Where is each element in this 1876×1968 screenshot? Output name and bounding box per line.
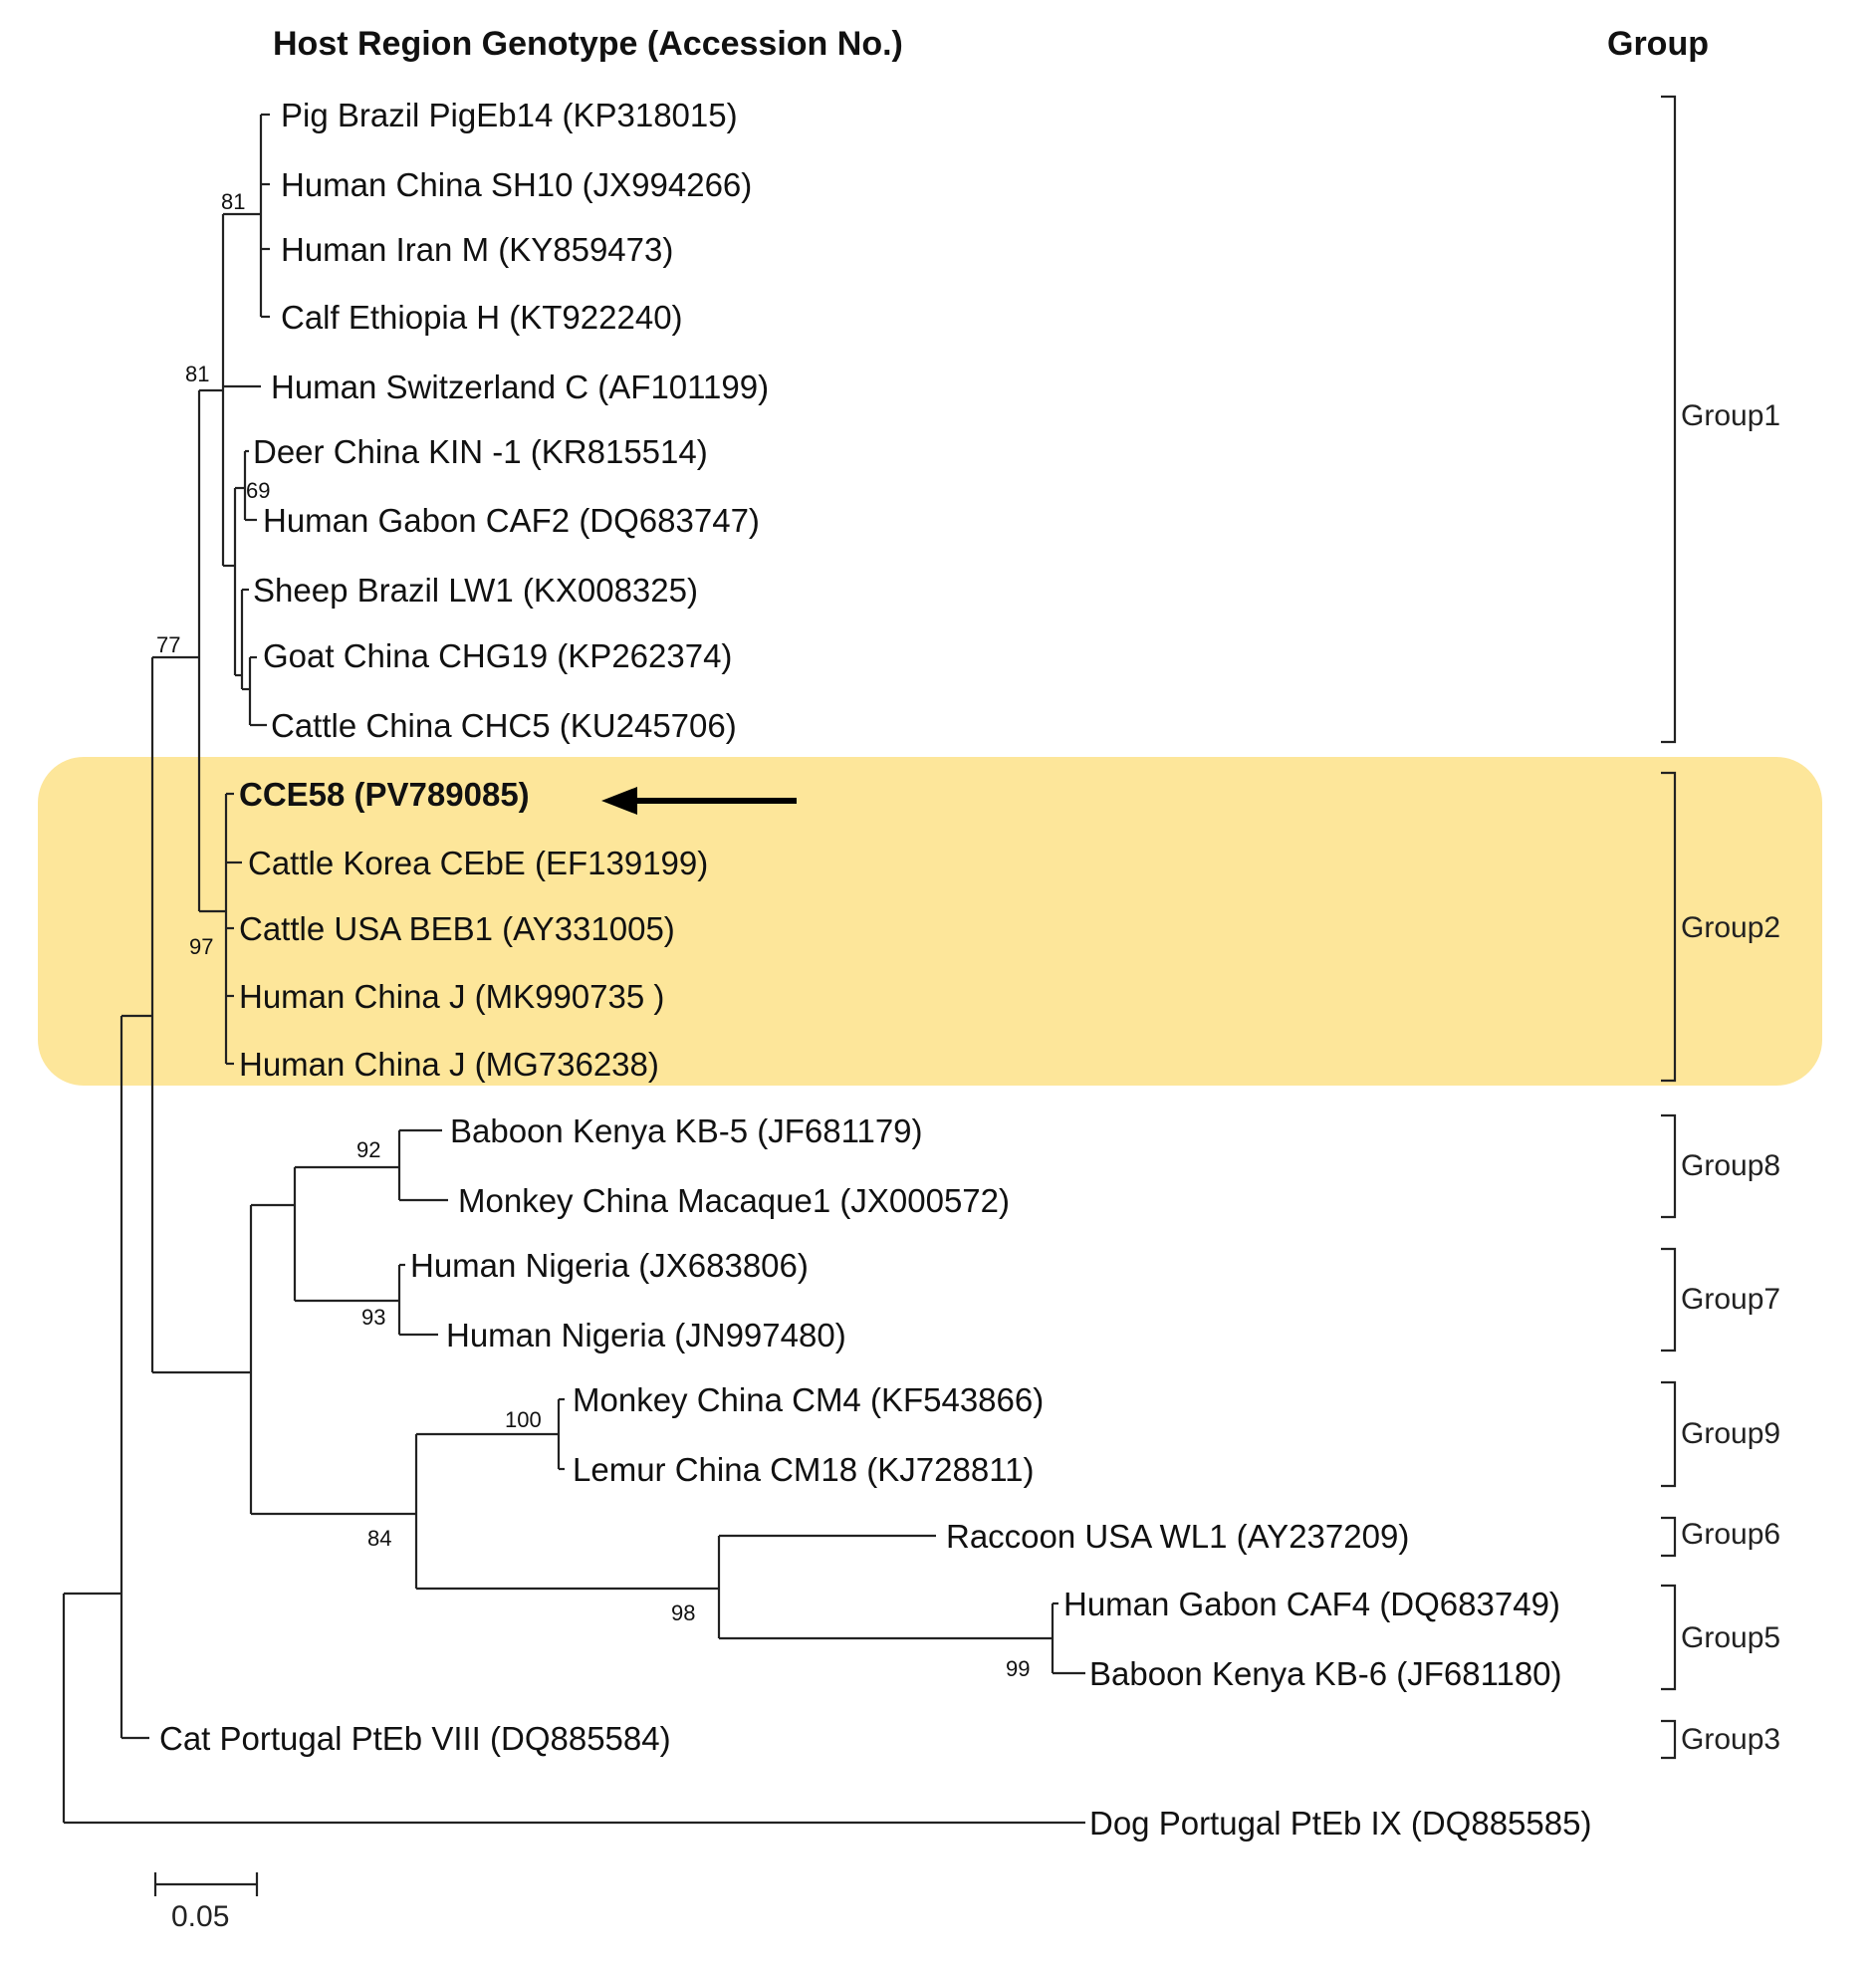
leaf-label: Dog Portugal PtEb IX (DQ885585) [1089, 1805, 1591, 1842]
bootstrap-label: 99 [1006, 1656, 1030, 1681]
group-column-title: Group [1607, 25, 1709, 63]
scale-bar-line [153, 1872, 259, 1896]
leaf-label: Human China J (MK990735 ) [239, 978, 664, 1015]
leaf-label: Cattle Korea CEbE (EF139199) [248, 845, 708, 881]
tree-branches [62, 113, 1085, 1825]
highlight-arrow [601, 787, 797, 815]
leaf-label: Raccoon USA WL1 (AY237209) [946, 1518, 1409, 1555]
group6-bracket [1661, 1516, 1677, 1558]
leaf-label: Human Nigeria (JX683806) [410, 1247, 809, 1284]
group1-bracket [1661, 95, 1677, 744]
leaf-label: Calf Ethiopia H (KT922240) [281, 299, 683, 336]
bootstrap-values: 81 81 69 77 97 92 93 100 84 98 99 [156, 189, 1030, 1681]
bootstrap-label: 81 [185, 362, 209, 386]
group-label: Group3 [1681, 1723, 1780, 1756]
leaf-label: Baboon Kenya KB-5 (JF681179) [450, 1112, 923, 1149]
leaf-label: Monkey China CM4 (KF543866) [573, 1381, 1044, 1418]
group-label: Group8 [1681, 1149, 1780, 1182]
bootstrap-label: 77 [156, 632, 180, 657]
group-brackets [1661, 95, 1677, 1760]
leaf-label: Cattle USA BEB1 (AY331005) [239, 910, 675, 947]
leaf-label: Cattle China CHC5 (KU245706) [271, 707, 737, 744]
leaf-label: Baboon Kenya KB-6 (JF681180) [1089, 1655, 1562, 1692]
leaf-label: Sheep Brazil LW1 (KX008325) [253, 572, 698, 609]
group3-bracket [1661, 1719, 1677, 1760]
leaf-label: Human Gabon CAF4 (DQ683749) [1063, 1586, 1560, 1622]
scale-bar: 0.05 [153, 1872, 259, 1933]
taxa-column-title: Host Region Genotype (Accession No.) [273, 25, 903, 63]
leaf-label: Human Iran M (KY859473) [281, 231, 673, 268]
leaf-label: Deer China KIN -1 (KR815514) [253, 433, 708, 470]
group2-highlight-band [38, 757, 1822, 1086]
group-label: Group6 [1681, 1518, 1780, 1551]
bootstrap-label: 93 [361, 1305, 385, 1330]
bootstrap-label: 84 [367, 1526, 391, 1551]
bootstrap-label: 98 [671, 1600, 695, 1625]
leaf-label: Human China SH10 (JX994266) [281, 166, 752, 203]
bootstrap-label: 100 [505, 1407, 542, 1432]
leaf-label: Goat China CHG19 (KP262374) [263, 637, 732, 674]
leaf-label: Human Gabon CAF2 (DQ683747) [263, 502, 760, 539]
group-label: Group7 [1681, 1283, 1780, 1316]
scale-bar-label: 0.05 [171, 1900, 229, 1933]
group9-bracket [1661, 1380, 1677, 1488]
leaf-label: Monkey China Macaque1 (JX000572) [458, 1182, 1010, 1219]
leaf-label: Human Nigeria (JN997480) [446, 1317, 846, 1353]
group2-bracket [1661, 771, 1677, 1083]
leaf-labels: Pig Brazil PigEb14 (KP318015) Human Chin… [159, 97, 1591, 1842]
group-label: Group9 [1681, 1417, 1780, 1450]
bootstrap-label: 69 [246, 478, 270, 503]
leaf-label: Pig Brazil PigEb14 (KP318015) [281, 97, 738, 133]
group5-bracket [1661, 1584, 1677, 1691]
group-label: Group1 [1681, 399, 1780, 432]
bootstrap-label: 81 [221, 189, 245, 214]
group-label: Group2 [1681, 911, 1780, 944]
leaf-label: Human China J (MG736238) [239, 1046, 659, 1083]
highlighted-leaf-label: CCE58 (PV789085) [239, 776, 530, 813]
group8-bracket [1661, 1113, 1677, 1219]
bootstrap-label: 92 [356, 1137, 380, 1162]
leaf-label: Lemur China CM18 (KJ728811) [573, 1451, 1034, 1488]
group-label: Group5 [1681, 1621, 1780, 1654]
group7-bracket [1661, 1247, 1677, 1353]
group-labels: Group1 Group2 Group8 Group7 Group9 Group… [1681, 399, 1780, 1756]
leaf-label: Human Switzerland C (AF101199) [271, 369, 769, 405]
bootstrap-label: 97 [189, 934, 213, 959]
leaf-label: Cat Portugal PtEb VIII (DQ885584) [159, 1720, 671, 1757]
